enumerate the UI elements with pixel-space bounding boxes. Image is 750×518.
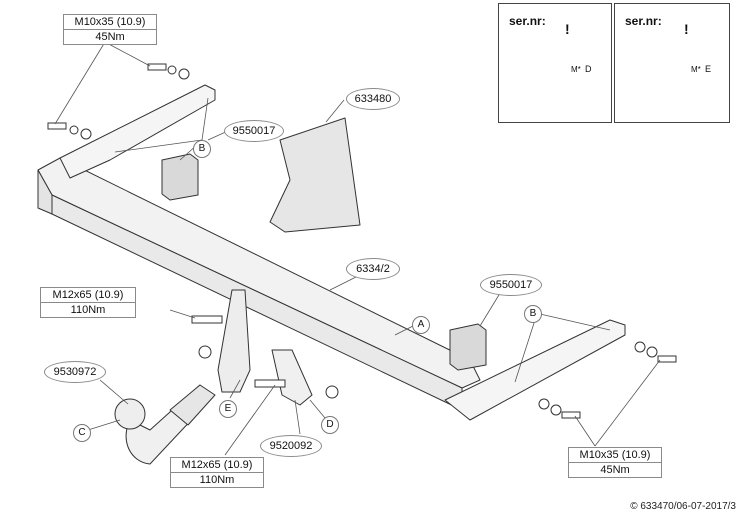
serial-number-panel-left: ser.nr: ! M* D <box>498 3 612 123</box>
rubber-block-left <box>161 153 199 201</box>
item-letter-d: D <box>321 416 339 434</box>
leader-line <box>224 384 276 456</box>
washer-right-2 <box>538 398 550 410</box>
bolt-size: M12x65 (10.9) <box>171 458 263 473</box>
leader-line <box>294 399 301 435</box>
torque: 110Nm <box>70 304 106 316</box>
item-letter-a: A <box>412 316 430 334</box>
spec-box-bottom-mid: M12x65 (10.9) 110Nm <box>170 457 264 488</box>
nut-top-1 <box>178 68 190 80</box>
nut-right-2 <box>550 404 562 416</box>
warning-icon: ! <box>565 21 570 37</box>
torque: 45Nm <box>600 464 630 476</box>
bolt-size: M12x65 (10.9) <box>41 288 135 303</box>
spec-box-mid-left: M12x65 (10.9) 110Nm <box>40 287 136 318</box>
leader-line <box>574 415 596 447</box>
leader-line <box>104 41 151 67</box>
leader-line <box>539 313 611 331</box>
leader-line <box>87 419 121 431</box>
serial-mark: M* <box>691 65 701 74</box>
leader-line <box>201 97 209 141</box>
bolt-right-1 <box>657 355 677 363</box>
item-letter-b-top: B <box>193 140 211 158</box>
serial-label: ser.nr: <box>509 14 546 28</box>
leader-line <box>394 324 416 336</box>
part-number-kit: 633480 <box>346 88 400 110</box>
leader-line <box>325 99 345 123</box>
leader-line <box>114 139 203 153</box>
leader-line <box>229 379 241 399</box>
item-letter-b-right: B <box>524 305 542 323</box>
torque: 45Nm <box>95 31 125 43</box>
right-side-bracket <box>444 319 626 421</box>
nut-lower <box>325 385 339 399</box>
part-number-crossbar: 6334/2 <box>346 258 400 280</box>
copyright-footer: © 633470/06-07-2017/3 <box>630 501 736 512</box>
nut-top-2 <box>80 128 92 140</box>
nut-right-1 <box>646 346 658 358</box>
leader-line <box>99 379 129 405</box>
bolt-size: M10x35 (10.9) <box>569 448 661 463</box>
bolt-lower <box>254 379 286 388</box>
part-number-block-right: 9550017 <box>480 274 542 296</box>
bolt-top-1 <box>147 63 167 71</box>
serial-code: E <box>705 64 712 74</box>
crossbar <box>37 157 481 389</box>
rubber-block-right <box>449 323 487 371</box>
part-number-block-top: 9550017 <box>224 120 284 142</box>
serial-code: D <box>585 64 592 74</box>
electrical-socket-plate <box>271 349 313 406</box>
spec-box-bottom-right: M10x35 (10.9) 45Nm <box>568 447 662 478</box>
bolt-top-2 <box>47 122 67 130</box>
bolt-size: M10x35 (10.9) <box>64 15 156 30</box>
part-number-plate: 9520092 <box>260 435 322 457</box>
leader-line <box>54 41 106 125</box>
tow-ball <box>114 398 146 430</box>
left-side-bracket <box>59 84 216 179</box>
item-letter-e: E <box>219 400 237 418</box>
part-number-ball: 9530972 <box>44 361 106 383</box>
leader-line <box>514 319 536 383</box>
serial-number-panel-right: ser.nr: ! M* E <box>614 3 730 123</box>
bolt-right-2 <box>561 411 581 419</box>
bolt-kit-bag <box>269 117 361 233</box>
washer-top-1 <box>167 65 177 75</box>
serial-label: ser.nr: <box>625 14 662 28</box>
bolt-mid <box>191 315 223 324</box>
washer-top-2 <box>69 125 79 135</box>
neck-socket <box>169 384 216 426</box>
spec-box-top-left: M10x35 (10.9) 45Nm <box>63 14 157 45</box>
leader-line <box>594 359 661 447</box>
item-letter-c: C <box>73 424 91 442</box>
serial-mark: M* <box>571 65 581 74</box>
leader-line <box>169 309 196 319</box>
tow-bar-mount-plate <box>217 289 251 393</box>
torque: 110Nm <box>199 474 235 486</box>
washer-right-1 <box>634 341 646 353</box>
nut-mid <box>198 345 212 359</box>
warning-icon: ! <box>684 21 689 37</box>
leader-line <box>309 399 326 419</box>
